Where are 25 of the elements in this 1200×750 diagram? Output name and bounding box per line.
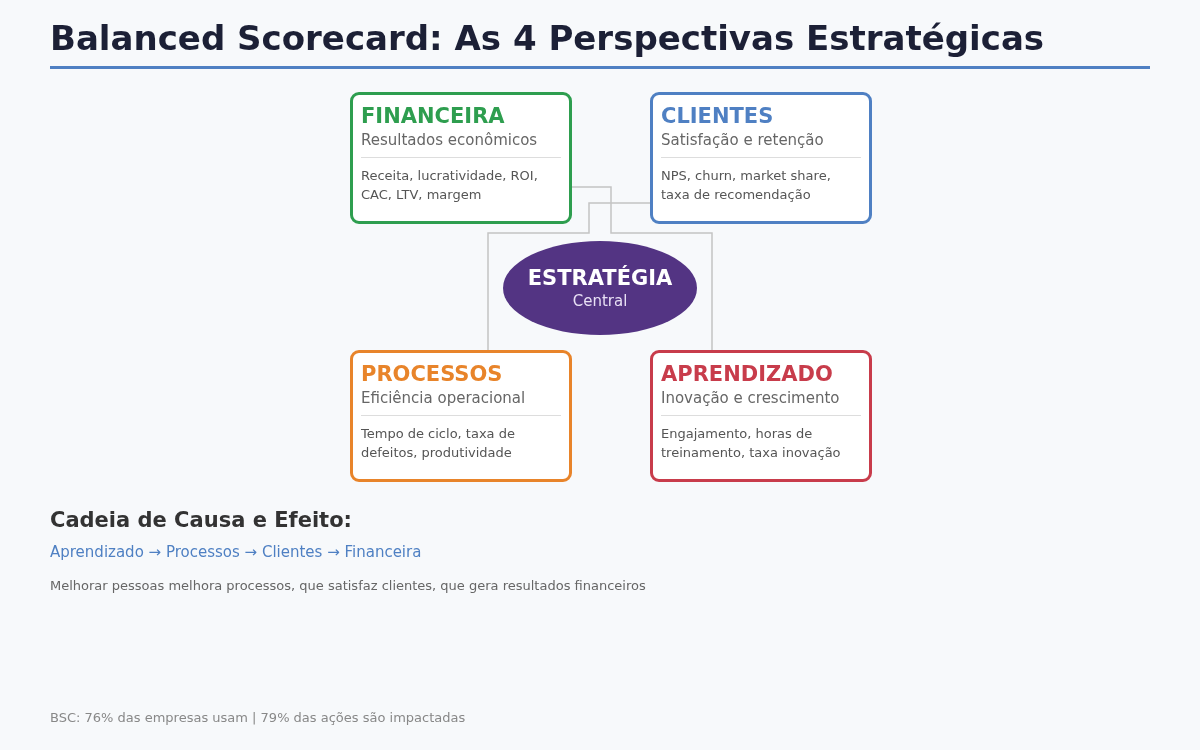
card-title: APRENDIZADO <box>661 361 834 387</box>
card-metrics: Tempo de ciclo, taxa de defeitos, produtividade <box>361 425 516 462</box>
card-subtitle: Inovação e crescimento <box>661 387 861 416</box>
perspective-card <box>650 92 872 224</box>
section-text: Aprendizado → Processos → Clientes → Financeira <box>50 543 422 561</box>
card-subtitle: Satisfação e retenção <box>661 129 861 158</box>
connector-line <box>571 186 713 351</box>
footer-note: BSC: 76% das empresas usam | 79% das ações são impactadas <box>50 710 466 725</box>
connector-line <box>487 202 651 351</box>
card-subtitle: Eficiência operacional <box>361 387 561 416</box>
node-title: ESTRATÉGIA <box>527 266 673 290</box>
card-metrics: NPS, churn, market share, taxa de recomendação <box>661 167 832 204</box>
section-heading: Cadeia de Causa e Efeito: <box>50 508 352 532</box>
perspective-card <box>650 350 872 482</box>
perspective-card <box>350 92 572 224</box>
card-metrics: Receita, lucratividade, ROI, CAC, LTV, margem <box>361 167 539 204</box>
page-title: Balanced Scorecard: As 4 Perspectivas Estratégicas <box>50 18 1045 58</box>
card-title: FINANCEIRA <box>361 103 506 129</box>
card-title: PROCESSOS <box>361 361 504 387</box>
node-subtitle: Central <box>572 292 628 310</box>
section-text: Melhorar pessoas melhora processos, que satisfaz clientes, que gera resultados financeiros <box>50 578 646 593</box>
perspective-card <box>350 350 572 482</box>
card-title: CLIENTES <box>661 103 775 129</box>
card-metrics: Engajamento, horas de treinamento, taxa inovação <box>661 425 842 462</box>
card-subtitle: Resultados econômicos <box>361 129 561 158</box>
